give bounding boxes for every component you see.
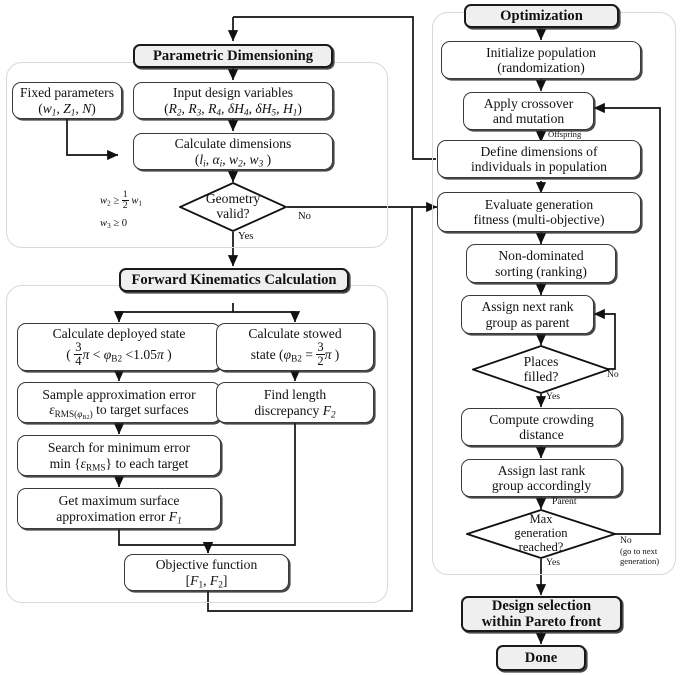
calculate-dimensions-line1: Calculate dimensions: [174, 136, 292, 152]
assign-last-line2: group accordingly: [491, 478, 592, 493]
geometry-valid-line1: Geometry: [205, 191, 261, 207]
max-generation-yes-label: Yes: [546, 557, 560, 568]
deployed-state-line1: Calculate deployed state: [52, 326, 186, 342]
header-parametric-dimensioning: Parametric Dimensioning: [133, 44, 333, 68]
input-variables-line2: (R2, R3, R4, δH4, δH5, H1): [164, 100, 302, 118]
assign-next-line2: group as parent: [485, 314, 570, 330]
header-optimization: Optimization: [464, 4, 619, 28]
evaluate-line2: fitness (multi-objective): [473, 212, 605, 227]
max-generation-line1: Max: [529, 512, 553, 527]
max-no-line1: No: [620, 535, 632, 546]
define-dimensions-box: Define dimensions of individuals in popu…: [437, 140, 641, 178]
assign-next-rank-box: Assign next rank group as parent: [461, 295, 594, 334]
assign-last-rank-box: Assign last rank group accordingly: [461, 459, 622, 497]
sample-error-line1: Sample approximation error: [42, 387, 196, 403]
find-length-line1: Find length: [263, 387, 327, 403]
geometry-valid-decision: Geometry valid?: [177, 182, 289, 232]
places-filled-shape: [470, 345, 612, 394]
non-dominated-line1: Non-dominated: [498, 248, 584, 264]
sample-error-line2: εRMS(φB2) to target surfaces: [49, 402, 189, 421]
fixed-parameters-box: Fixed parameters (w1, Z1, N): [12, 82, 122, 119]
geometry-valid-yes-label: Yes: [238, 231, 254, 242]
places-filled-decision: Places filled?: [470, 345, 612, 394]
initialize-line1: Initialize population: [486, 44, 596, 60]
compute-crowding-distance-box: Compute crowding distance: [461, 408, 622, 446]
sample-approximation-error-box: Sample approximation error εRMS(φB2) to …: [17, 382, 221, 423]
initialize-population-box: Initialize population (randomization): [441, 41, 641, 79]
max-no-line3: generation): [620, 556, 660, 567]
initialize-line2: (randomization): [497, 60, 585, 75]
max-generation-line3: reached?: [518, 539, 564, 554]
get-max-line2: approximation error F1: [56, 508, 182, 526]
geometry-valid-line2: valid?: [216, 206, 250, 221]
crossover-line1: Apply crossover: [483, 95, 574, 111]
input-variables-line1: Input design variables: [172, 85, 294, 101]
done-box: Done: [496, 645, 586, 671]
geometry-valid-no-label: No: [298, 211, 311, 222]
calculate-dimensions-box: Calculate dimensions (li, αi, w2, w3 ): [133, 133, 333, 170]
non-dominated-sorting-box: Non-dominated sorting (ranking): [466, 244, 616, 283]
find-length-line2: discrepancy F2: [254, 402, 336, 420]
places-filled-no-label: No: [607, 369, 619, 380]
crowding-line2: distance: [519, 427, 564, 442]
places-filled-line2: filled?: [523, 368, 559, 384]
calculate-dimensions-line2: (li, αi, w2, w3 ): [194, 151, 272, 169]
evaluate-line1: Evaluate generation: [484, 196, 594, 212]
offspring-label: Offspring: [548, 129, 582, 139]
evaluate-generation-fitness-box: Evaluate generation fitness (multi-objec…: [437, 192, 641, 232]
fixed-parameters-line1: Fixed parameters: [20, 85, 114, 101]
assign-last-line1: Assign last rank: [497, 462, 586, 478]
design-selection-box: Design selection within Pareto front: [461, 596, 622, 632]
search-min-line2: min {εRMS} to each target: [49, 455, 189, 473]
objective-function-line2: [F1, F2]: [185, 572, 228, 590]
stowed-state-line1: Calculate stowed: [248, 326, 342, 342]
non-dominated-line2: sorting (ranking): [495, 263, 587, 279]
max-generation-no-label: No (go to next generation): [620, 535, 660, 568]
assign-next-line1: Assign next rank: [481, 299, 574, 315]
get-maximum-surface-error-box: Get maximum surface approximation error …: [17, 488, 221, 529]
define-dimensions-line2: individuals in population: [471, 159, 607, 174]
objective-function-line1: Objective function: [155, 557, 258, 573]
fixed-parameters-line2: (w1, Z1, N): [38, 100, 96, 118]
geometry-condition-2: w3 ≥ 0: [100, 218, 128, 231]
define-dimensions-line1: Define dimensions of: [480, 143, 598, 159]
max-generation-line2: generation: [514, 526, 568, 541]
apply-crossover-mutation-box: Apply crossover and mutation: [463, 92, 594, 130]
search-min-line1: Search for minimum error: [47, 440, 191, 456]
places-filled-line1: Places: [523, 353, 559, 369]
crowding-line1: Compute crowding: [489, 411, 594, 427]
crossover-line2: and mutation: [492, 111, 565, 126]
geometry-valid-shape: [177, 182, 289, 232]
design-selection-line2: within Pareto front: [481, 614, 602, 630]
max-generation-decision: Max generation reached?: [464, 509, 618, 559]
max-generation-shape: [464, 509, 618, 559]
places-filled-yes-label: Yes: [546, 391, 560, 402]
search-minimum-error-box: Search for minimum error min {εRMS} to e…: [17, 435, 221, 476]
get-max-line1: Get maximum surface: [58, 493, 180, 509]
input-design-variables-box: Input design variables (R2, R3, R4, δH4,…: [133, 82, 333, 119]
objective-function-box: Objective function [F1, F2]: [124, 554, 289, 591]
parent-label: Parent: [552, 496, 577, 507]
find-length-discrepancy-box: Find length discrepancy F2: [216, 382, 374, 423]
max-no-line2: (go to next: [620, 545, 658, 556]
design-selection-line1: Design selection: [491, 597, 592, 614]
header-forward-kinematics: Forward Kinematics Calculation: [119, 268, 349, 292]
